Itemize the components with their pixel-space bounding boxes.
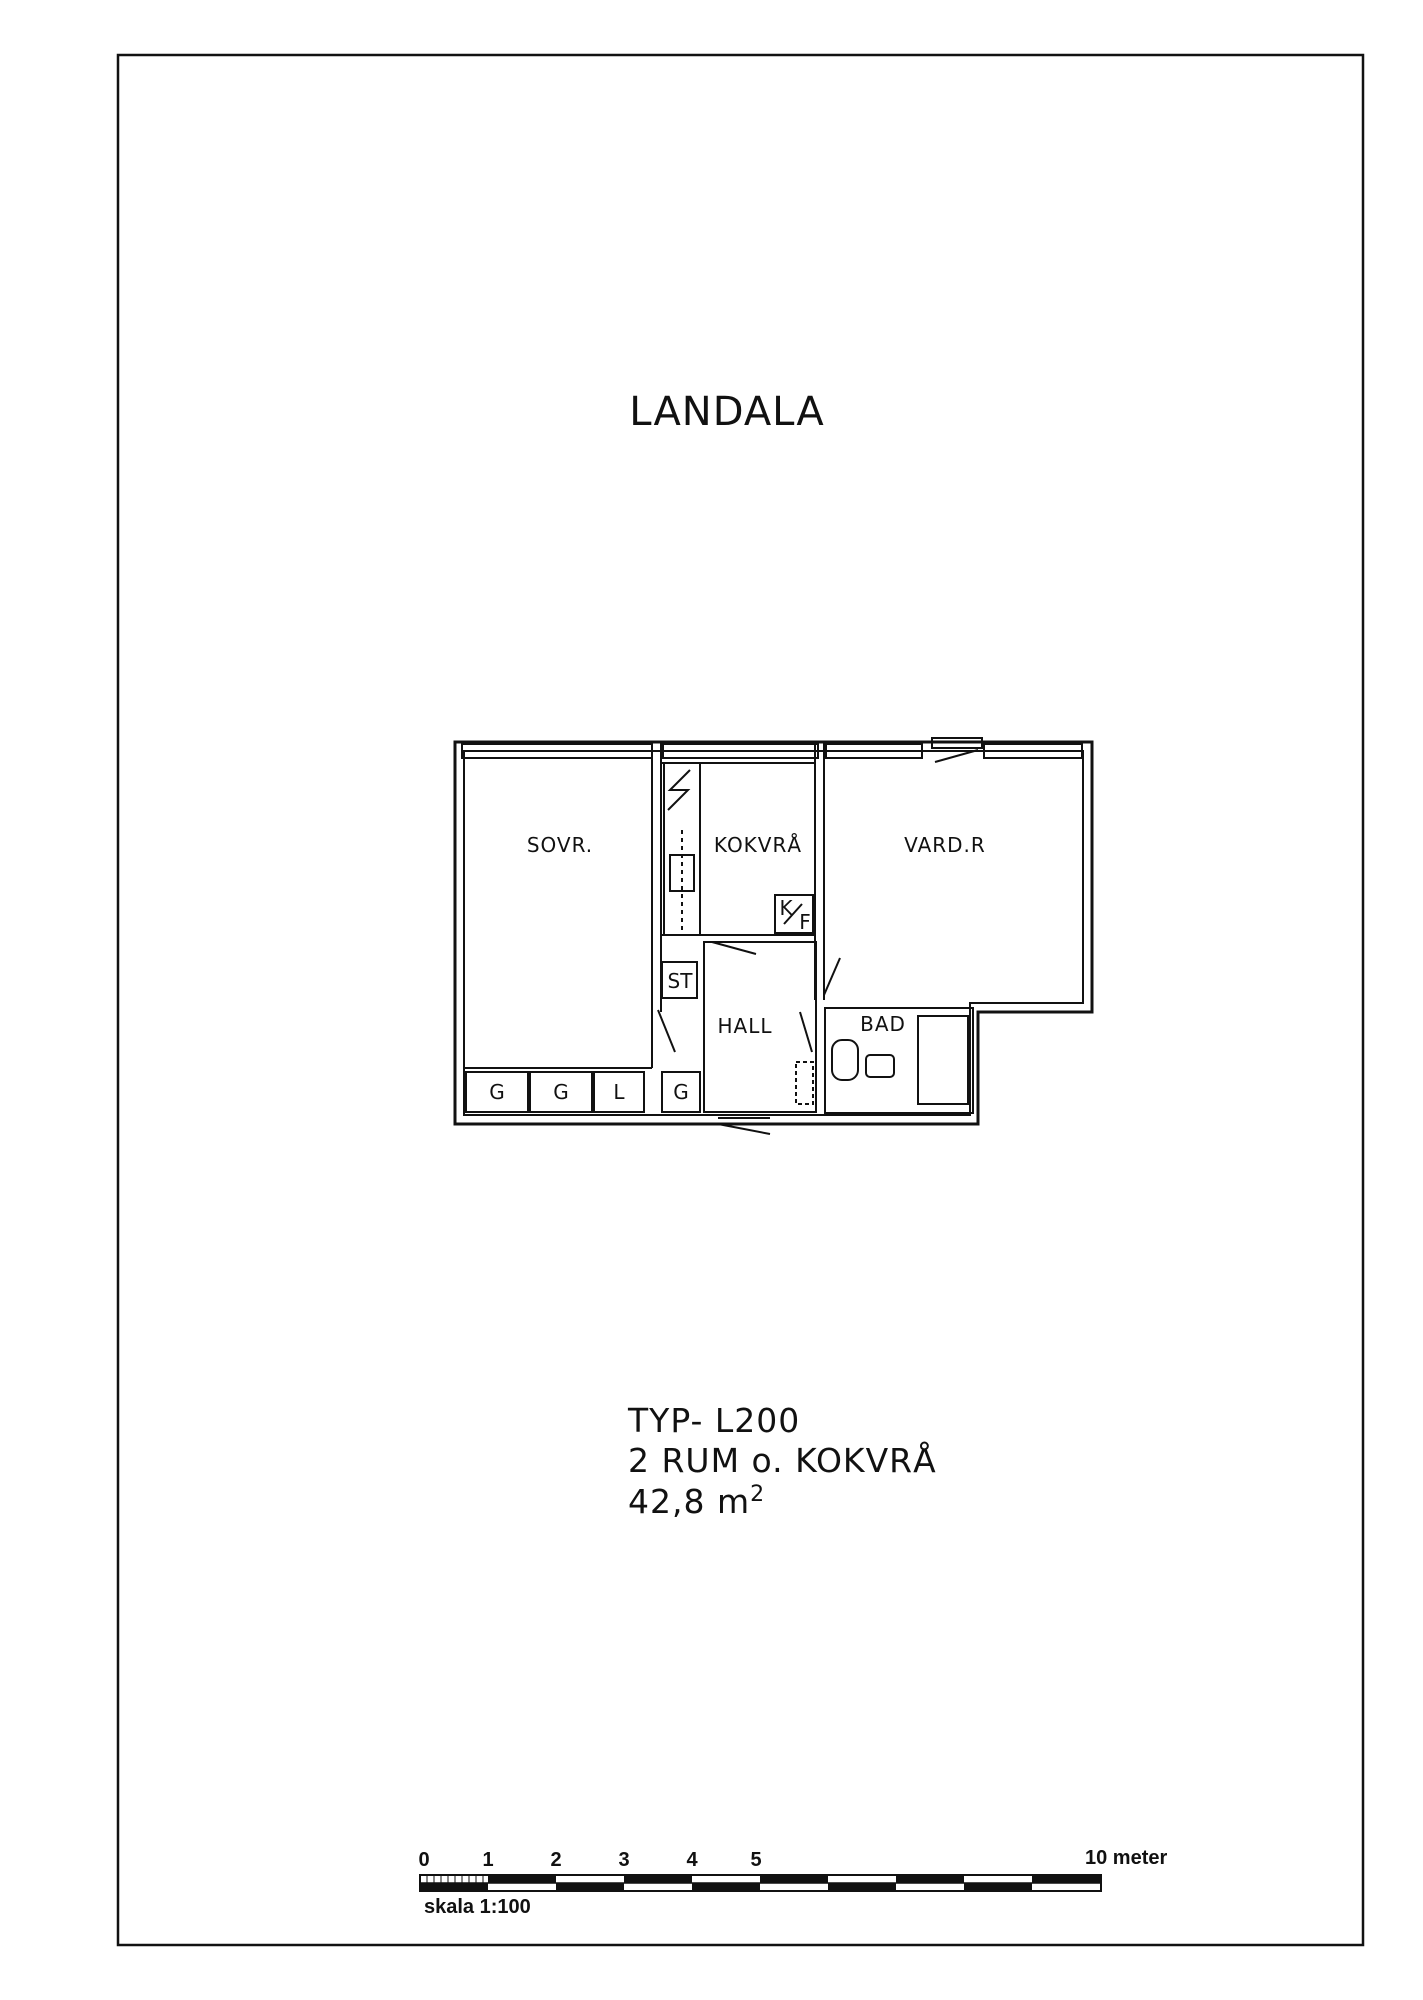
scale-tick-3: 3 [618, 1849, 629, 1871]
room-label-hall: HALL [717, 1014, 772, 1038]
scale-tick-4: 4 [686, 1849, 698, 1871]
fridge-label-f: F [799, 910, 811, 934]
room-label-living: VARD.R [904, 833, 986, 857]
room-label-kitchenette: KOKVRÅ [714, 833, 802, 857]
room-label-storage: ST [668, 969, 694, 993]
room-label-bedroom: SOVR. [527, 833, 593, 857]
room-label-bath: BAD [860, 1012, 906, 1036]
scale-bar [419, 1874, 1102, 1892]
scale-tick-2: 2 [550, 1849, 561, 1871]
closet-label: G [673, 1080, 689, 1104]
closet-label: L [613, 1080, 625, 1104]
fridge-label-k: K [779, 896, 793, 920]
apartment-rooms: 2 RUM o. KOKVRÅ [628, 1440, 937, 1480]
scale-tick-0: 0 [418, 1849, 429, 1871]
scale-tick-5: 5 [750, 1849, 761, 1871]
scale-end-label: 10 meter [1085, 1847, 1167, 1869]
page-title: LANDALA [629, 389, 825, 435]
closet-label: G [489, 1080, 505, 1104]
closet-label: G [553, 1080, 569, 1104]
apartment-area: 42,8 m2 [628, 1482, 765, 1521]
scale-tick-1: 1 [482, 1849, 493, 1871]
apartment-type: TYP- L200 [627, 1401, 800, 1440]
sheet-border [116, 53, 1365, 1947]
scale-caption: skala 1:100 [424, 1896, 531, 1918]
floor-plan [453, 737, 1094, 1135]
